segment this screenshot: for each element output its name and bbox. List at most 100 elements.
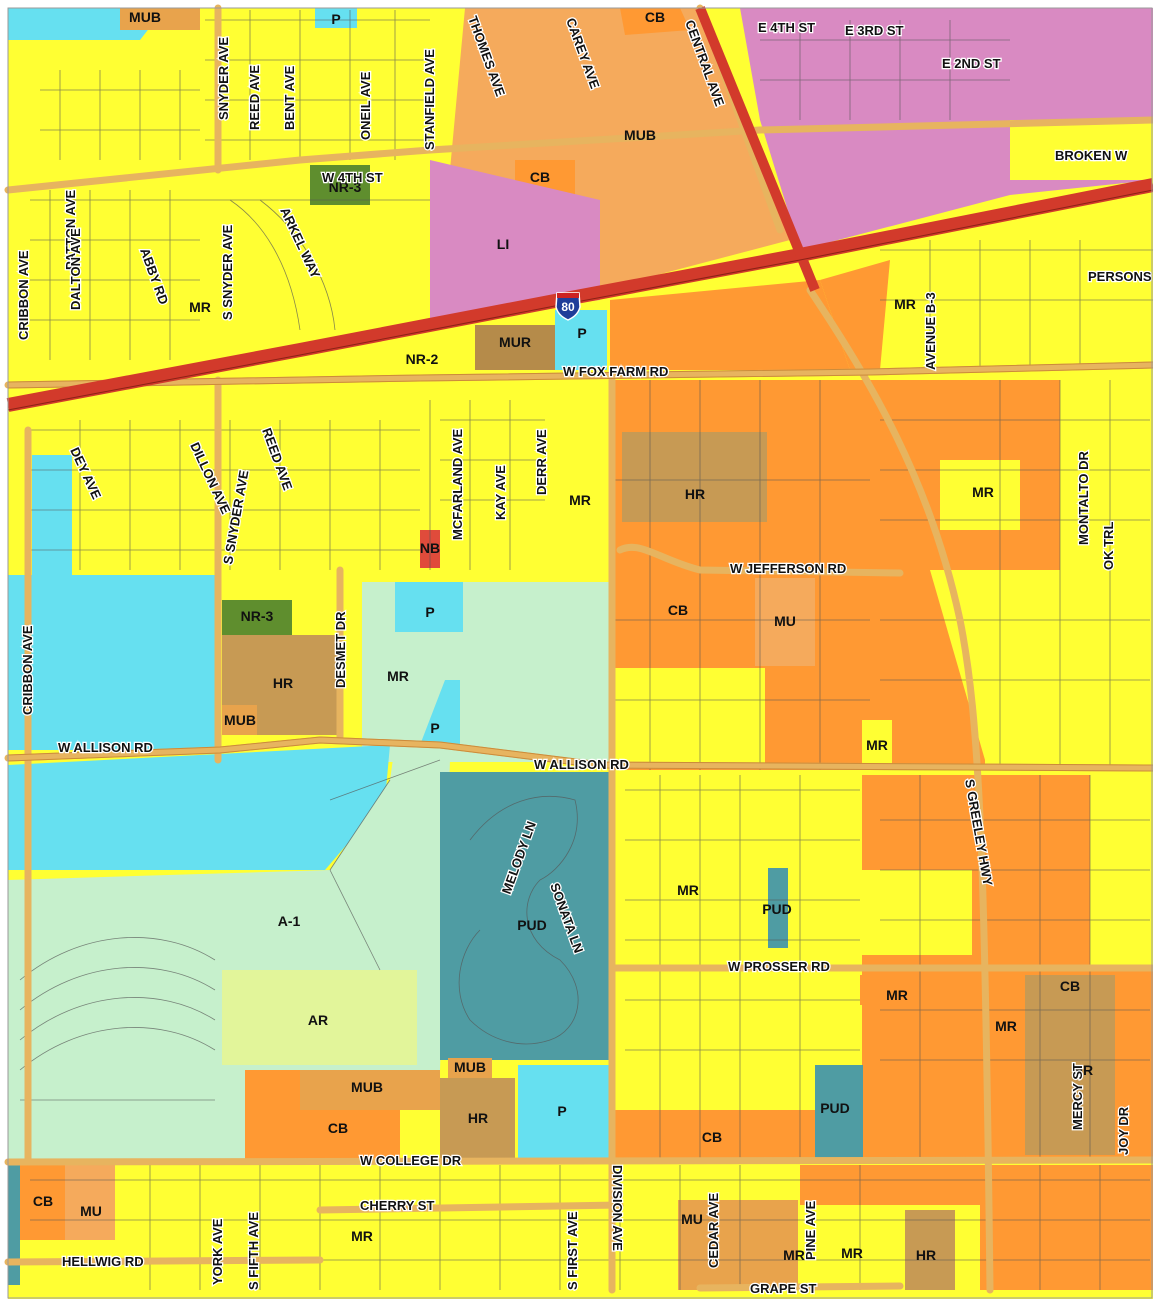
zone-label: MUB <box>224 712 256 728</box>
zone-labels: MUB P CB MUB CB NR-3 LI MR MR MUR P NR-2… <box>33 9 1093 1263</box>
road-cherry <box>316 1201 624 1214</box>
zone-mub-college <box>300 1070 440 1110</box>
zone-label: MR <box>189 299 211 315</box>
zone-label: NB <box>420 540 440 556</box>
street-label: REED AVE <box>247 65 262 130</box>
zone-label: HR <box>685 486 705 502</box>
street-label: E 3RD ST <box>845 23 904 38</box>
zone-mr-middle-strip <box>615 668 765 768</box>
zone-p-college <box>518 1065 610 1158</box>
zone-p-west <box>8 575 218 750</box>
street-label: DESMET DR <box>333 611 348 688</box>
street-label: OK TRL <box>1101 522 1116 570</box>
zone-label: MU <box>80 1203 102 1219</box>
zone-label: NR-3 <box>329 179 362 195</box>
street-label: CHERRY ST <box>360 1198 434 1213</box>
street-label: MONTALTO DR <box>1076 451 1091 545</box>
road-greeley <box>806 286 994 1294</box>
zone-label: P <box>430 720 439 736</box>
street-label: PATTON AVE <box>63 190 78 271</box>
street-label: PERSONS <box>1088 269 1152 284</box>
road-allison <box>4 736 1153 772</box>
zone-mu-middle <box>755 578 815 666</box>
zone-label: LI <box>497 236 509 252</box>
zone-label: NR-2 <box>406 351 439 367</box>
street-label: S SNYDER AVE <box>220 224 235 320</box>
zone-label: HR <box>273 675 293 691</box>
street-label: E 4TH ST <box>758 20 815 35</box>
zone-label: CB <box>702 1129 722 1145</box>
zone-li-north <box>430 160 600 320</box>
zone-label: MR <box>841 1245 863 1261</box>
zone-hr-college <box>440 1078 515 1158</box>
zone-mu-sw <box>65 1165 115 1240</box>
central-ave-highway <box>695 6 820 292</box>
street-label: S FIRST AVE <box>565 1211 580 1290</box>
zone-label: CB <box>328 1120 348 1136</box>
zone-cb-south-east <box>980 1165 1153 1290</box>
street-label: BROKEN W <box>1055 148 1128 163</box>
zone-cb-fox-north <box>610 280 850 370</box>
street-label: W ALLISON RD <box>58 740 153 755</box>
zone-mr-derr <box>548 415 610 580</box>
zone-cb-ne-small <box>820 260 890 370</box>
zone-mur <box>475 325 555 370</box>
zone-label: HR <box>916 1247 936 1263</box>
street-label: YORK AVE <box>210 1218 225 1285</box>
street-label: W JEFFERSON RD <box>730 561 846 576</box>
zone-mr-east-2 <box>940 460 1020 530</box>
street-label: W PROSSER RD <box>728 959 830 974</box>
zone-label: PUD <box>820 1100 850 1116</box>
zone-cb-south-2 <box>800 1165 980 1205</box>
road-grape <box>696 1282 904 1292</box>
interstate-shield-icon <box>555 292 581 321</box>
roads <box>4 4 1153 1294</box>
zone-cb-north <box>620 8 690 35</box>
street-label: JOY DR <box>1116 1106 1131 1155</box>
interstate-shield-band <box>557 293 579 298</box>
zone-label: CB <box>645 9 665 25</box>
interstate-shield: 80 <box>555 292 581 321</box>
road-hellwig <box>4 1256 324 1266</box>
zone-label: PUD <box>762 901 792 917</box>
zone-pud-east <box>815 1065 863 1158</box>
zone-nr3-mid <box>222 600 292 635</box>
street-label: MCFARLAND AVE <box>450 428 465 540</box>
zone-cb-sw <box>20 1165 65 1240</box>
road-4th-st <box>4 116 1153 194</box>
road-casings <box>7 361 1153 772</box>
map-border <box>7 7 1153 1299</box>
zone-label: CB <box>1060 978 1080 994</box>
zone-p-mid <box>395 582 463 632</box>
zone-li-east <box>740 8 1153 250</box>
zone-p-small <box>420 680 460 745</box>
street-label: CEDAR AVE <box>706 1193 721 1268</box>
street-label: ONEIL AVE <box>358 71 373 140</box>
zone-label: P <box>577 325 586 341</box>
street-label: DIVISION AVE <box>610 1165 625 1251</box>
zone-label: MR <box>995 1018 1017 1034</box>
road-jefferson <box>616 543 904 577</box>
zone-pud-sw <box>8 1165 20 1285</box>
zone-label: A-1 <box>278 913 301 929</box>
zone-hr-middle <box>622 432 767 522</box>
zone-nr3-north <box>310 165 370 205</box>
zone-pud-central <box>440 772 612 1060</box>
zone-p-fox <box>555 310 607 370</box>
street-label: PINE AVE <box>803 1200 818 1260</box>
zone-label: MR <box>866 737 888 753</box>
zone-label: MR <box>351 1228 373 1244</box>
zone-label: CB <box>530 169 550 185</box>
zone-p-dey <box>32 455 72 575</box>
street-label: W COLLEGE DR <box>360 1153 462 1168</box>
street-label: SNYDER AVE <box>216 37 231 120</box>
zone-p-allison <box>8 745 390 870</box>
zone-label: MR <box>387 668 409 684</box>
zone-label: HR <box>1073 1062 1093 1078</box>
street-label: CRIBBON AVE <box>20 625 35 715</box>
zone-label: MR <box>972 484 994 500</box>
zone-mub-west <box>222 705 257 735</box>
zone-label: CB <box>668 602 688 618</box>
